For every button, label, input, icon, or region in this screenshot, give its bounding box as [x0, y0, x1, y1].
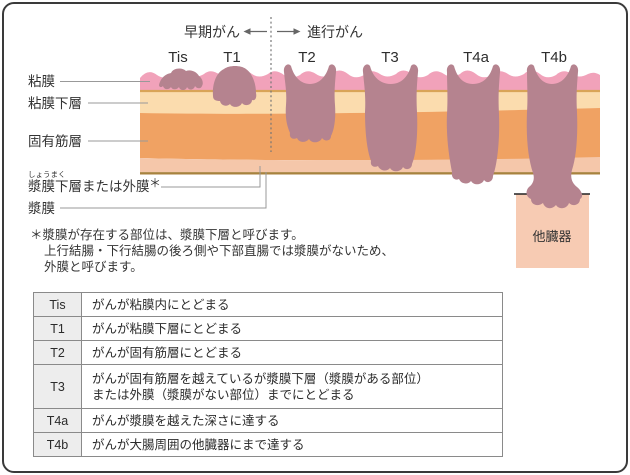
description-cell: がんが大腸周囲の他臓器にまで達する — [81, 432, 503, 457]
table-row: T4a がんが漿膜を越えた深さに達する — [33, 408, 503, 433]
muscularis-label: 固有筋層 — [28, 133, 82, 149]
tumor-t1 — [212, 66, 257, 107]
mucosa-label: 粘膜 — [28, 74, 55, 89]
stage-label-t4a: T4a — [463, 49, 490, 66]
table-row: T4b がんが大腸周囲の他臓器にまで達する — [33, 432, 503, 457]
stage-label-t2: T2 — [298, 49, 316, 66]
table-row: Tis がんが粘膜内にとどまる — [33, 292, 503, 317]
stage-label-tis: Tis — [168, 49, 187, 66]
stage-label-t4b: T4b — [541, 49, 567, 66]
tumor-t3 — [362, 64, 419, 172]
tumor-t2 — [283, 64, 337, 143]
tumor-t4b — [526, 64, 583, 209]
tumor-shapes — [159, 64, 583, 209]
stage-label-t3: T3 — [381, 49, 399, 66]
footnote-line-3: 外膜と呼びます。 — [44, 260, 143, 274]
serosa-leader-line — [60, 172, 267, 209]
description-cell: がんが固有筋層にとどまる — [81, 340, 503, 365]
description-cell: がんが固有筋層を越えているが漿膜下層（漿膜がある部位） または外膜（漿膜がない部… — [81, 364, 503, 409]
stage-cell: T2 — [33, 340, 82, 365]
stage-cell: Tis — [33, 292, 82, 317]
stage-cell: T3 — [33, 364, 82, 409]
other-organ-label: 他臓器 — [532, 229, 571, 244]
table-row: T2 がんが固有筋層にとどまる — [33, 340, 503, 365]
subserosa-label: 漿膜下層または外膜 — [28, 179, 150, 194]
advanced-cancer-arrow-right-icon — [277, 28, 301, 35]
footnote: ＊漿膜が存在する部位は、漿膜下層と呼びます。 上行結腸・下行結腸の後ろ側や下部直… — [30, 227, 394, 275]
description-cell: がんが粘膜内にとどまる — [81, 292, 503, 317]
footnote-asterisk: ＊ — [30, 228, 43, 242]
tumor-tis — [159, 68, 203, 90]
subserosa-furigana: しょうまく — [28, 170, 66, 179]
tumor-t4a — [446, 64, 501, 185]
description-cell: がんが粘膜下層にとどまる — [81, 316, 503, 341]
early-cancer-label: 早期がん — [184, 24, 240, 40]
t-stage-definition-table: Tis がんが粘膜内にとどまる T1 がんが粘膜下層にとどまる T2 がんが固有… — [33, 292, 503, 457]
footnote-line-1: 漿膜が存在する部位は、漿膜下層と呼びます。 — [42, 228, 304, 242]
stage-cell: T1 — [33, 316, 82, 341]
table-row: T3 がんが固有筋層を越えているが漿膜下層（漿膜がある部位） または外膜（漿膜が… — [33, 364, 503, 409]
early-cancer-arrow-left-icon — [243, 28, 267, 35]
submucosa-label: 粘膜下層 — [28, 96, 82, 111]
serosa-label: 漿膜 — [28, 201, 55, 216]
subserosa-asterisk: ＊ — [149, 176, 161, 190]
description-cell: がんが漿膜を越えた深さに達する — [81, 408, 503, 433]
advanced-cancer-label: 進行がん — [307, 24, 363, 40]
subserosa-leader-line — [161, 166, 261, 188]
stage-label-t1: T1 — [223, 49, 241, 66]
footnote-line-2: 上行結腸・下行結腸の後ろ側や下部直腸では漿膜がないため、 — [44, 244, 395, 258]
stage-cell: T4a — [33, 408, 82, 433]
stage-cell: T4b — [33, 432, 82, 457]
table-row: T1 がんが粘膜下層にとどまる — [33, 316, 503, 341]
